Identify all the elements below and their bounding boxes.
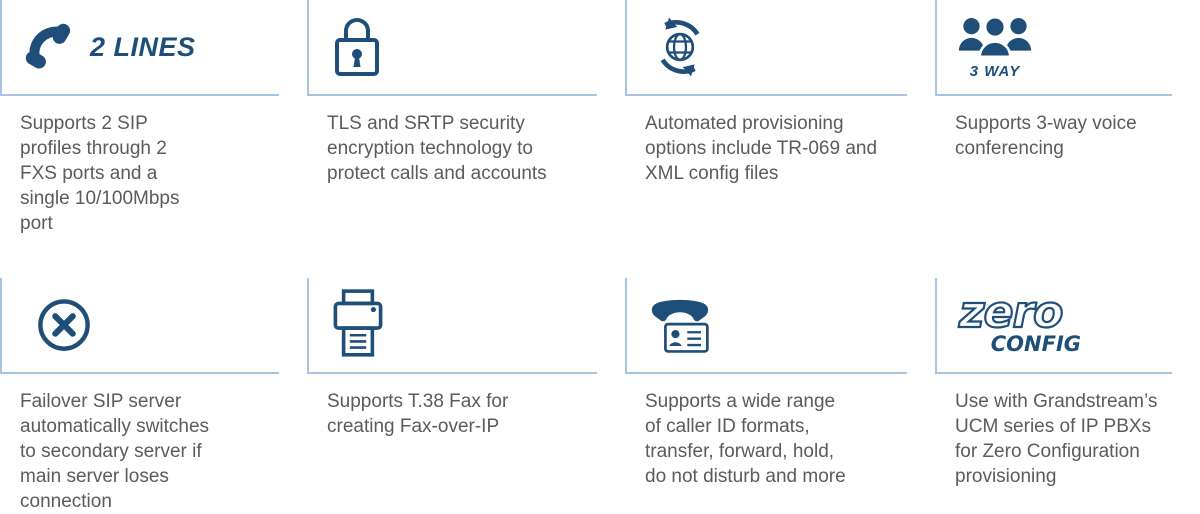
feature-card-failover: Failover SIP server automatically switch… (0, 278, 307, 512)
feature-description: Supports a wide range of caller ID forma… (645, 391, 846, 488)
feature-card-fax: Supports T.38 Fax for creating Fax-over-… (307, 278, 625, 501)
phone-handset-icon (25, 23, 71, 69)
three-way-stack: 3 WAY (957, 14, 1033, 80)
zero-config-logo-bottom: CONFIG (991, 332, 1081, 356)
feature-card-provisioning: Automated provisioning options include T… (625, 0, 935, 278)
three-way-people-icon (958, 15, 1032, 59)
feature-description: Supports 3-way voice conferencing (955, 113, 1137, 160)
two-lines-badge: 2 LINES (90, 31, 196, 62)
provisioning-icon-area (625, 0, 907, 96)
zero-config-logo-top: zero (958, 287, 1062, 338)
feature-card-caller-id: Supports a wide range of caller ID forma… (625, 278, 935, 501)
feature-description: Failover SIP server automatically switch… (20, 391, 210, 513)
three-way-icon-area: 3 WAY (935, 0, 1172, 96)
feature-description: TLS and SRTP security encryption technol… (327, 113, 547, 185)
feature-card-two-lines: 2 LINES Supports 2 SIP profiles through … (0, 0, 307, 278)
feature-card-three-way: 3 WAY Supports 3-way voice conferencing (935, 0, 1200, 278)
feature-description: Supports 2 SIP profiles through 2 FXS po… (20, 113, 180, 235)
failover-icon-area (0, 278, 279, 374)
feature-card-zero-config: zero CONFIG Use with Grandstream’s UCM s… (935, 278, 1200, 501)
security-icon-area (307, 0, 597, 96)
fax-icon-area (307, 278, 597, 374)
two-lines-icon-area: 2 LINES (0, 0, 279, 96)
caller-id-phone-icon (651, 299, 709, 353)
caller-id-icon-area (625, 278, 907, 374)
zero-config-logo: zero CONFIG (957, 287, 1081, 356)
feature-description: Supports T.38 Fax for creating Fax-over-… (327, 391, 509, 438)
globe-sync-icon (660, 17, 700, 77)
feature-card-security: TLS and SRTP security encryption technol… (307, 0, 625, 278)
feature-description: Use with Grandstream’s UCM series of IP … (955, 391, 1158, 488)
fax-printer-icon (333, 289, 383, 357)
padlock-icon (335, 18, 379, 76)
zero-config-icon-area: zero CONFIG (935, 278, 1172, 374)
feature-description: Automated provisioning options include T… (645, 113, 878, 185)
three-way-badge: 3 WAY (969, 63, 1021, 80)
failover-x-icon (38, 299, 90, 351)
